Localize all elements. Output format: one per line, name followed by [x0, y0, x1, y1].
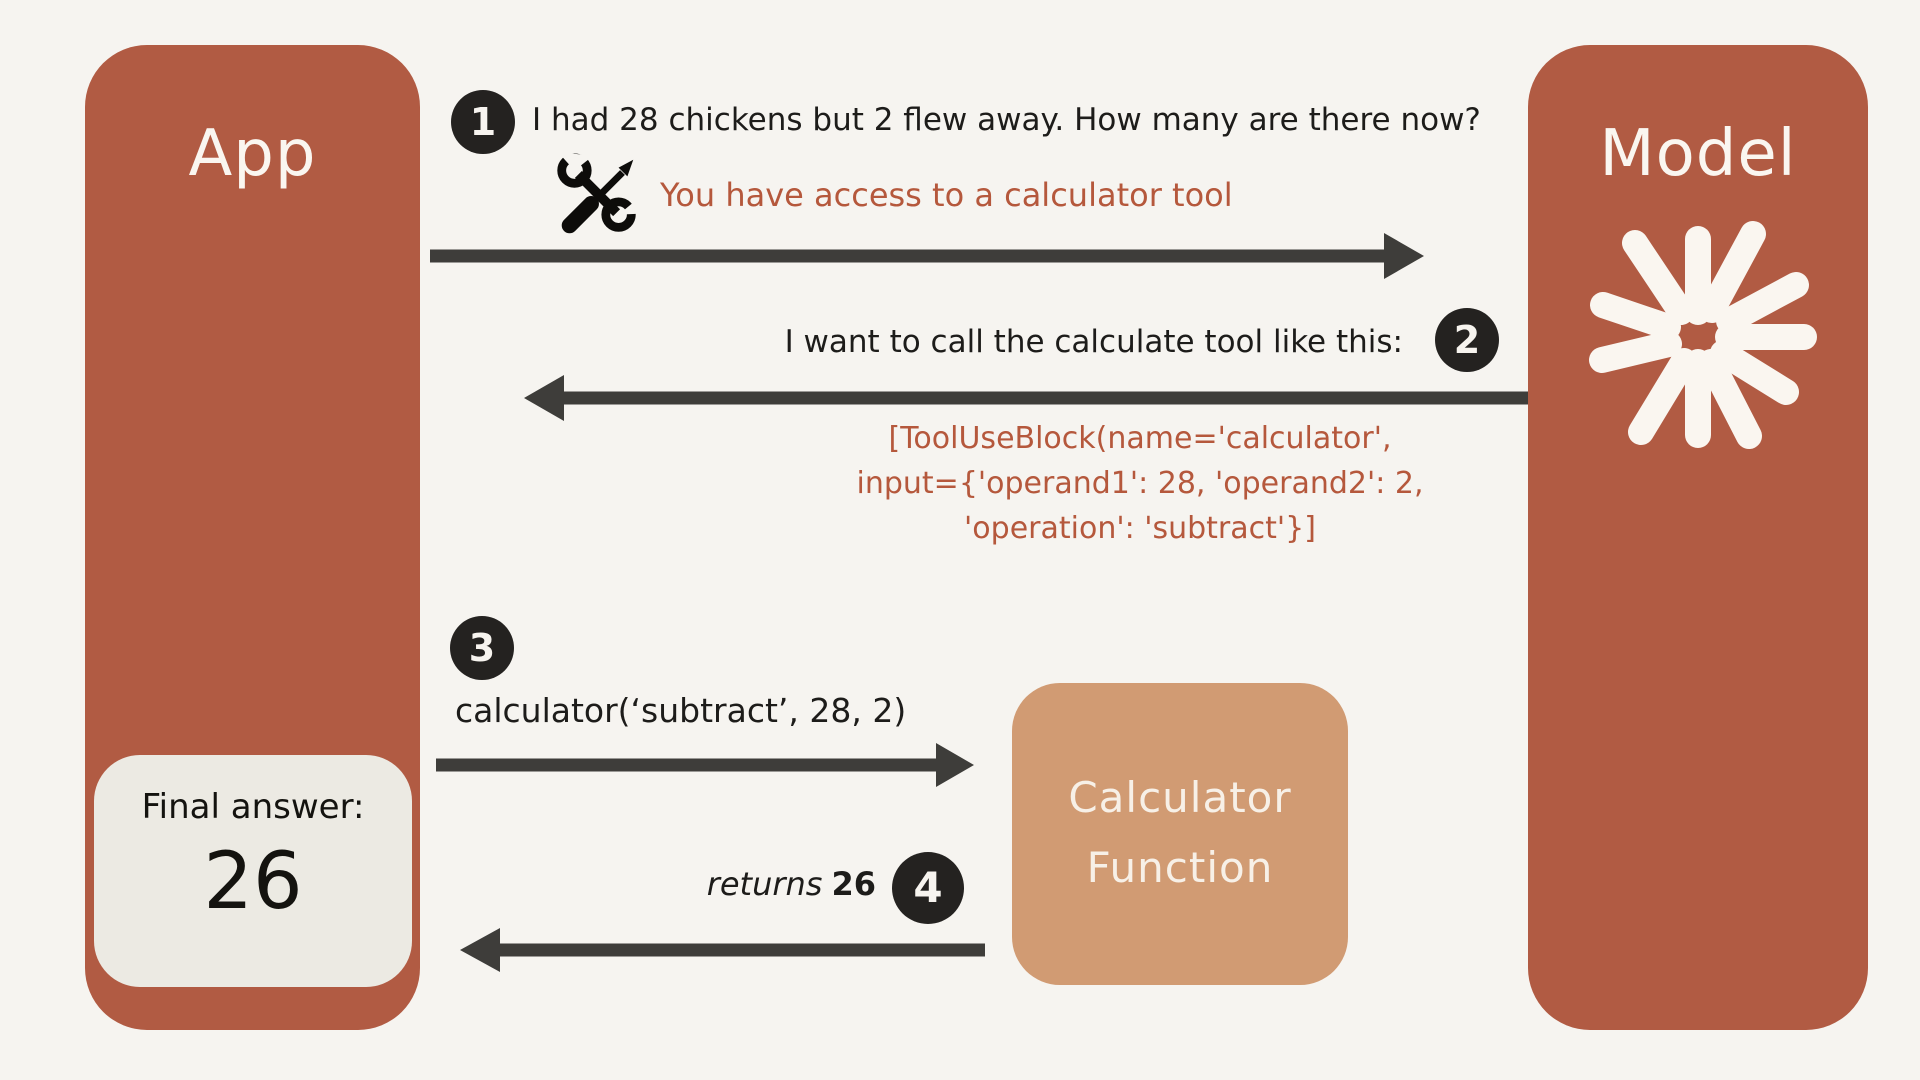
step-1-message: I had 28 chickens but 2 flew away. How m…: [532, 102, 1481, 138]
arrow-app-to-calculator: [436, 743, 974, 787]
model-label: Model: [1599, 117, 1797, 191]
calculator-label-line2: Function: [1086, 843, 1274, 892]
model-actor-box: Model: [1528, 45, 1868, 1030]
step-3-badge: 3: [450, 616, 514, 680]
step-1-badge: 1: [451, 90, 515, 154]
starburst-icon: [1589, 221, 1817, 449]
step-3-message: calculator(‘subtract’, 28, 2): [455, 691, 907, 730]
step-2-badge: 2: [1435, 308, 1499, 372]
tools-icon: [548, 148, 646, 250]
code-line-3: 'operation': 'subtract'}]: [964, 511, 1316, 546]
tool-use-block-code: [ToolUseBlock(name='calculator', input={…: [790, 416, 1490, 551]
step-1-annotation: You have access to a calculator tool: [660, 176, 1233, 214]
arrow-calculator-to-app: [460, 928, 985, 972]
step-4-returns-text: returns: [706, 865, 823, 903]
step-4-badge: 4: [892, 852, 964, 924]
step-4-result-value: 26: [831, 865, 876, 903]
arrow-model-to-app: [524, 375, 1528, 421]
app-actor-box: App Final answer: 26: [85, 45, 420, 1030]
app-label: App: [188, 117, 317, 191]
final-answer-value: 26: [203, 837, 303, 927]
calculator-function-box: Calculator Function: [1012, 683, 1348, 985]
code-line-2: input={'operand1': 28, 'operand2': 2,: [856, 466, 1424, 501]
code-line-1: [ToolUseBlock(name='calculator',: [888, 421, 1392, 456]
step-2-message: I want to call the calculate tool like t…: [784, 324, 1403, 360]
calculator-label-line1: Calculator: [1068, 773, 1292, 822]
final-answer-label: Final answer:: [141, 787, 365, 827]
final-answer-card: Final answer: 26: [94, 755, 412, 987]
